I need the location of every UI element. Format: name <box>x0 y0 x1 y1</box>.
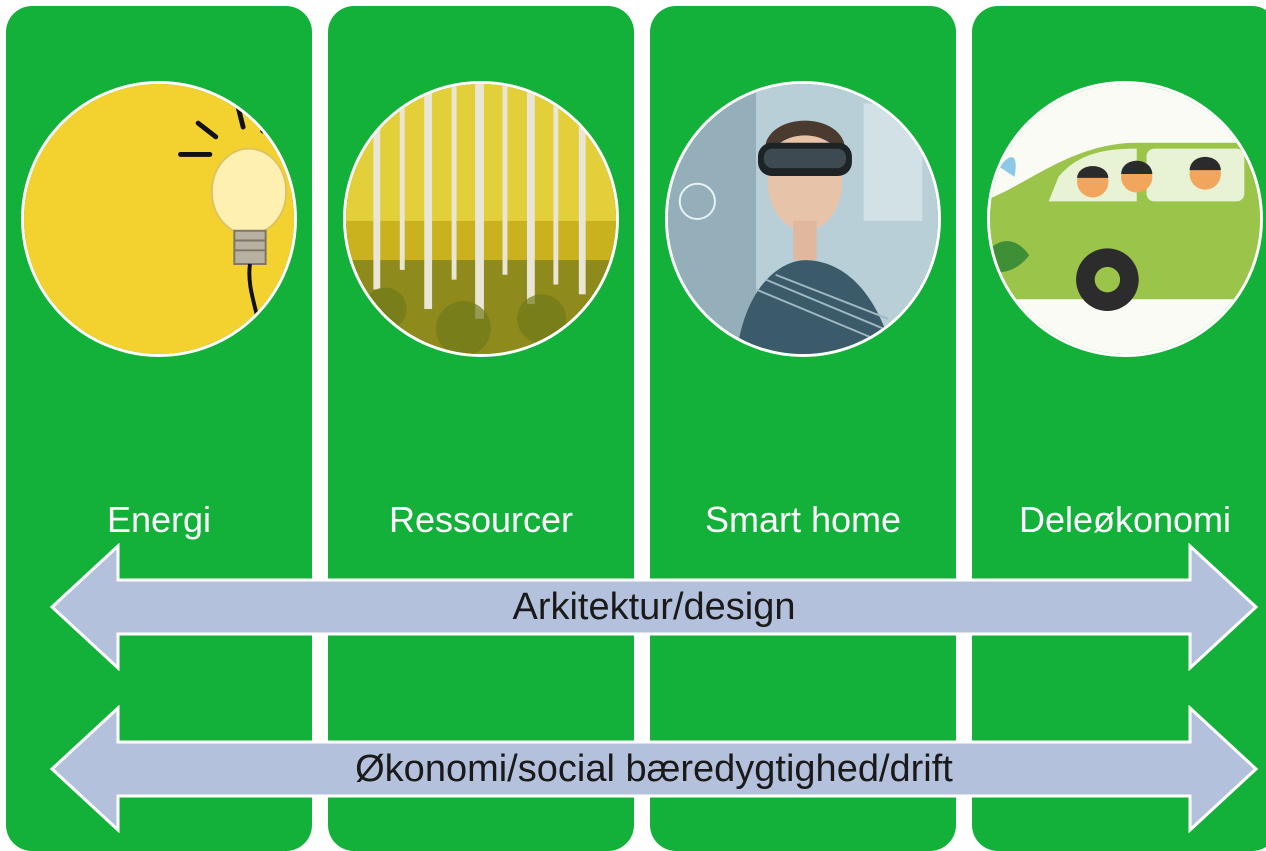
forest-image <box>343 81 619 357</box>
arrow-arkitektur-design: Arkitektur/design <box>48 543 1260 671</box>
pillar-energi: Energi <box>6 6 312 851</box>
arrow-okonomi-social: Økonomi/social bæredygtighed/drift <box>48 705 1260 833</box>
shared-car-image <box>987 81 1263 357</box>
double-arrow-shape <box>49 705 1259 833</box>
pillar-ressourcer: Ressourcer <box>328 6 634 851</box>
vr-headset-woman-image <box>665 81 941 357</box>
pillar-label-deleokonomi: Deleøkonomi <box>1018 499 1232 540</box>
lightbulb-image <box>21 81 297 357</box>
arrow-label-okonomi-social: Økonomi/social bæredygtighed/drift <box>355 748 953 790</box>
pillar-smart-home: Smart home <box>650 6 956 851</box>
pillar-deleokonomi: Deleøkonomi <box>972 6 1266 851</box>
arrow-label-arkitektur-design: Arkitektur/design <box>512 586 796 628</box>
pillar-label-ressourcer: Ressourcer <box>388 499 574 540</box>
double-arrow-shape <box>49 543 1259 671</box>
pillar-label-smart-home: Smart home <box>704 499 902 540</box>
pillar-label-energi: Energi <box>106 499 212 540</box>
